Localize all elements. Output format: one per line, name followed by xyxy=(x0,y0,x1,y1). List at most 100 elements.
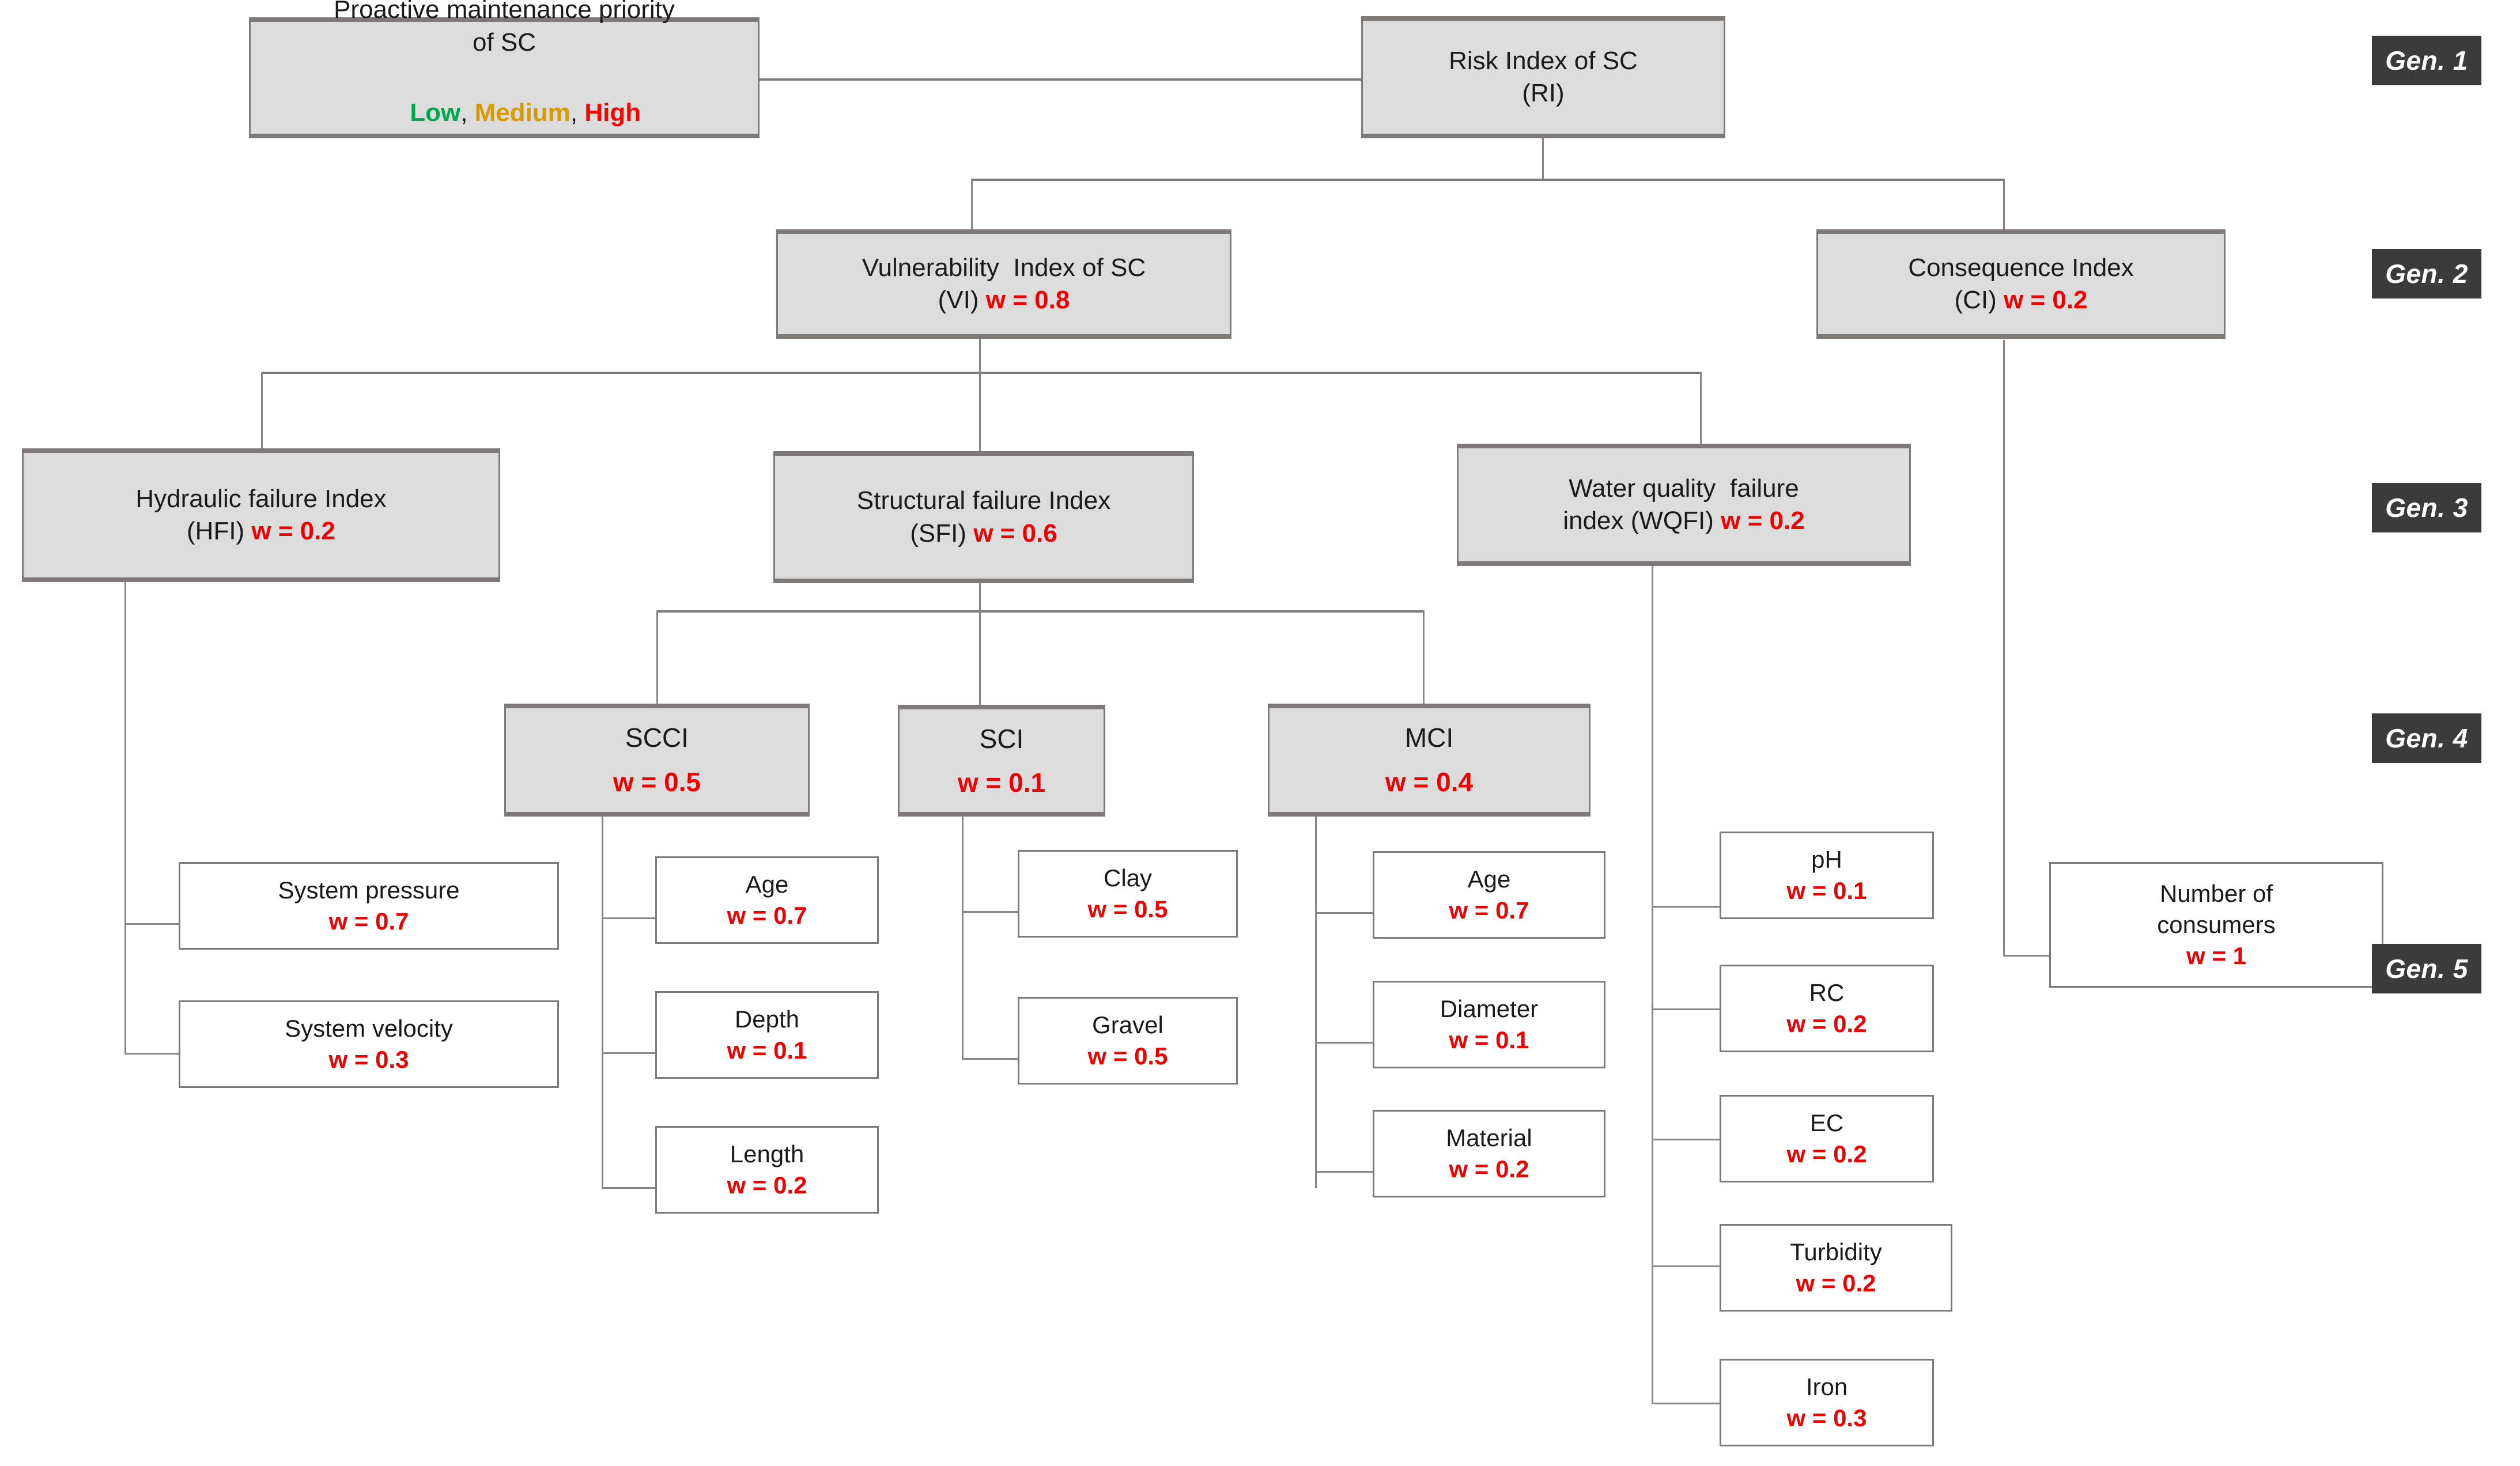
node-mci-label: MCI xyxy=(1404,723,1454,753)
connector-scci-to-depth xyxy=(602,1052,656,1054)
priority-legend: Low, Medium, High xyxy=(368,65,641,162)
node-vulnerability-index[interactable]: Vulnerability Index of SC (VI) w = 0.8 xyxy=(776,229,1231,339)
node-structural-failure-index[interactable]: Structural failure Index (SFI) w = 0.6 xyxy=(773,451,1194,583)
node-mci-diameter-label: Diameter xyxy=(1440,995,1539,1023)
node-hfi-line1: Hydraulic failure Index xyxy=(135,484,387,513)
node-mci-age-label: Age xyxy=(1467,866,1511,893)
node-scci-depth-label: Depth xyxy=(734,1006,800,1033)
node-system-velocity-label: System velocity xyxy=(285,1015,453,1042)
connector-mci-to-age xyxy=(1315,912,1374,914)
connector-mci-to-diameter xyxy=(1315,1042,1374,1044)
node-wq-rc[interactable]: RC w = 0.2 xyxy=(1720,965,1934,1052)
connector-scci-to-age xyxy=(602,917,656,919)
connector-ci-to-consumers xyxy=(2003,955,2050,957)
node-wq-ec-weight: w = 0.2 xyxy=(1786,1140,1867,1167)
node-sci-label: SCI xyxy=(979,723,1024,754)
connector-gen3-bus xyxy=(261,372,1702,374)
node-wq-ph[interactable]: pH w = 0.1 xyxy=(1720,832,1934,919)
node-mci-age[interactable]: Age w = 0.7 xyxy=(1373,851,1605,939)
gen-tag-4: Gen. 4 xyxy=(2372,713,2481,763)
gen-tag-1: Gen. 1 xyxy=(2372,36,2481,85)
node-system-pressure-weight: w = 0.7 xyxy=(328,908,409,935)
node-scci-length[interactable]: Length w = 0.2 xyxy=(655,1126,879,1214)
node-sci-clay[interactable]: Clay w = 0.5 xyxy=(1018,850,1238,938)
node-sci[interactable]: SCI w = 0.1 xyxy=(898,705,1105,817)
node-consequence-index[interactable]: Consequence Index (CI) w = 0.2 xyxy=(1816,229,2226,339)
node-number-of-consumers[interactable]: Number of consumers w = 1 xyxy=(2049,862,2383,988)
gen-tag-5-label: Gen. 5 xyxy=(2385,954,2468,984)
node-wq-ph-weight: w = 0.1 xyxy=(1786,877,1867,904)
node-scci-age[interactable]: Age w = 0.7 xyxy=(655,856,879,944)
node-risk-index[interactable]: Risk Index of SC (RI) xyxy=(1361,16,1725,138)
connector-bus-to-sci xyxy=(979,610,981,705)
priority-sep-1: , xyxy=(460,99,475,127)
node-system-pressure[interactable]: System pressure w = 0.7 xyxy=(179,862,559,950)
connector-scci-to-length xyxy=(602,1187,656,1189)
node-scci-length-weight: w = 0.2 xyxy=(727,1172,807,1199)
node-ci-weight: w = 0.2 xyxy=(2003,286,2088,314)
connector-wqfi-spine xyxy=(1652,566,1653,1404)
priority-medium-label: Medium xyxy=(474,99,571,127)
gen-tag-3: Gen. 3 xyxy=(2372,483,2481,532)
gen-tag-2: Gen. 2 xyxy=(2372,249,2481,299)
connector-bus-to-scci xyxy=(656,610,658,704)
gen-tag-2-label: Gen. 2 xyxy=(2385,259,2468,289)
gen-tag-3-label: Gen. 3 xyxy=(2385,493,2468,523)
node-wqfi-weight: w = 0.2 xyxy=(1721,507,1805,535)
node-ri-line1: Risk Index of SC xyxy=(1449,46,1638,75)
node-ri-line2: (RI) xyxy=(1522,79,1565,107)
node-sci-gravel[interactable]: Gravel w = 0.5 xyxy=(1018,997,1238,1085)
node-ci-line2: (CI) w = 0.2 xyxy=(1954,284,2087,316)
node-system-velocity[interactable]: System velocity w = 0.3 xyxy=(179,1000,559,1088)
node-proactive-maintenance-priority[interactable]: Proactive maintenance priority of SC Low… xyxy=(249,0,760,138)
connector-scci-spine xyxy=(602,817,603,1189)
node-wq-iron[interactable]: Iron w = 0.3 xyxy=(1720,1359,1934,1446)
node-vi-abbrev: (VI) xyxy=(938,286,986,314)
connector-bus-to-wqfi xyxy=(1700,372,1702,444)
node-mci-diameter-weight: w = 0.1 xyxy=(1449,1026,1529,1053)
connector-wqfi-to-turbidity xyxy=(1652,1265,1721,1267)
node-sci-gravel-weight: w = 0.5 xyxy=(1087,1042,1168,1070)
node-hfi-abbrev: (HFI) xyxy=(187,517,252,545)
node-mci-diameter[interactable]: Diameter w = 0.1 xyxy=(1373,981,1605,1068)
node-system-velocity-weight: w = 0.3 xyxy=(328,1046,409,1073)
node-wq-ph-label: pH xyxy=(1811,846,1842,874)
node-wqfi-abbrev: index (WQFI) xyxy=(1563,507,1721,535)
node-sci-weight: w = 0.1 xyxy=(957,767,1046,798)
connector-sci-to-clay xyxy=(962,911,1019,913)
node-wq-turbidity-label: Turbidity xyxy=(1790,1238,1882,1266)
node-water-quality-failure-index[interactable]: Water quality failure index (WQFI) w = 0… xyxy=(1457,444,1911,566)
node-wq-ec[interactable]: EC w = 0.2 xyxy=(1720,1095,1934,1182)
node-mci[interactable]: MCI w = 0.4 xyxy=(1268,704,1590,817)
node-scci-depth[interactable]: Depth w = 0.1 xyxy=(655,991,879,1079)
connector-hfi-to-pressure xyxy=(124,923,180,925)
connector-sci-to-gravel xyxy=(962,1058,1019,1060)
node-wq-ec-label: EC xyxy=(1809,1109,1844,1137)
node-scci[interactable]: SCCI w = 0.5 xyxy=(504,704,810,817)
node-ci-abbrev: (CI) xyxy=(1954,286,2004,314)
node-mci-material-label: Material xyxy=(1446,1124,1532,1152)
node-sci-clay-label: Clay xyxy=(1103,864,1153,892)
connector-wqfi-to-ph xyxy=(1652,906,1721,908)
node-sfi-abbrev: (SFI) xyxy=(910,519,974,547)
node-title-line2: of SC xyxy=(472,28,537,56)
node-wq-turbidity[interactable]: Turbidity w = 0.2 xyxy=(1720,1224,1952,1312)
node-consumers-line1: Number of xyxy=(2159,880,2273,908)
node-system-pressure-label: System pressure xyxy=(278,876,460,904)
node-scci-depth-weight: w = 0.1 xyxy=(727,1037,807,1064)
connector-sci-spine xyxy=(962,817,964,1060)
node-scci-age-weight: w = 0.7 xyxy=(727,902,807,929)
node-sfi-weight: w = 0.6 xyxy=(973,519,1057,547)
connector-bus-to-hfi xyxy=(261,372,263,448)
connector-sfi-down xyxy=(979,583,981,613)
node-wq-turbidity-weight: w = 0.2 xyxy=(1796,1269,1876,1297)
priority-high-label: High xyxy=(584,99,641,127)
node-vi-weight: w = 0.8 xyxy=(985,286,1070,314)
priority-low-label: Low xyxy=(410,99,461,127)
connector-bus-to-ci xyxy=(2003,179,2005,229)
node-hydraulic-failure-index[interactable]: Hydraulic failure Index (HFI) w = 0.2 xyxy=(22,448,500,582)
gen-tag-5: Gen. 5 xyxy=(2372,944,2481,993)
node-mci-material[interactable]: Material w = 0.2 xyxy=(1373,1110,1605,1197)
node-wq-rc-label: RC xyxy=(1809,979,1845,1007)
